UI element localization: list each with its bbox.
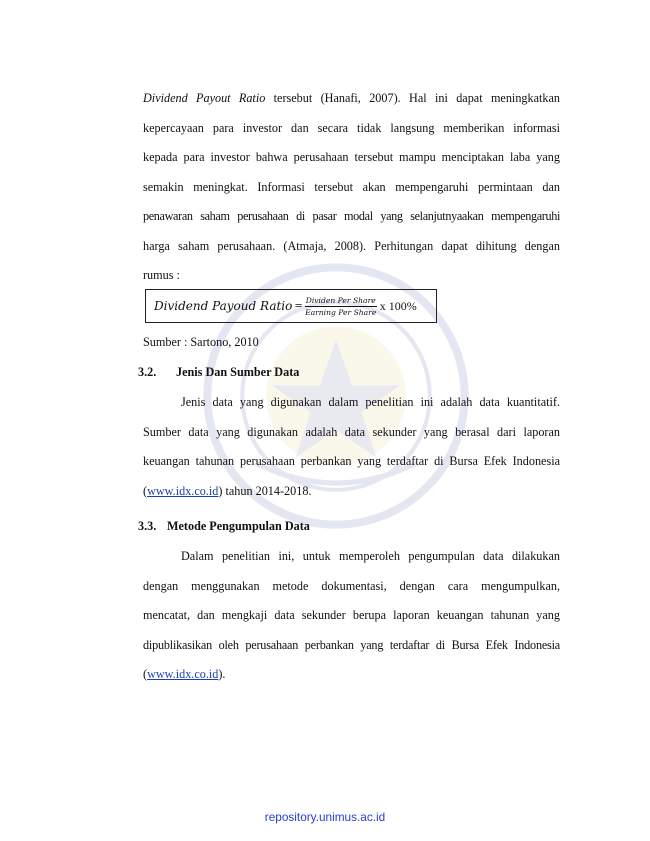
text-line: Dalam penelitian ini, untuk memperoleh p… bbox=[181, 549, 560, 563]
repository-footer: repository.unimus.ac.id bbox=[264, 810, 386, 824]
formula-equals: = bbox=[294, 300, 303, 312]
text-line: semakin meningkat. Informasi tersebut ak… bbox=[143, 179, 560, 194]
formula-lhs: Dividend Payoud Ratio bbox=[154, 299, 293, 313]
text-line: rumus : bbox=[143, 268, 180, 282]
text-line: harga saham perusahaan. (Atmaja, 2008). … bbox=[143, 238, 560, 253]
text-line: (www.idx.co.id). bbox=[143, 667, 226, 681]
text-line: kepada para investor bahwa perusahaan te… bbox=[143, 150, 560, 164]
formula-box: Dividend Payoud Ratio = Dividen Per Shar… bbox=[145, 289, 437, 323]
text-line: Sumber data yang digunakan adalah data s… bbox=[143, 424, 560, 439]
paragraph-intro: Dividend Payout Ratio tersebut (Hanafi, … bbox=[143, 84, 560, 291]
text-line: penawaran saham perusahaan di pasar moda… bbox=[143, 209, 560, 223]
formula-fraction: Dividen Per Share Earning Per Share bbox=[304, 295, 377, 317]
formula-denominator: Earning Per Share bbox=[305, 307, 377, 317]
formula-numerator: Dividen Per Share bbox=[304, 295, 377, 307]
text-line: keuangan tahunan perusahaan perbankan ya… bbox=[143, 454, 560, 468]
text-line: mencatat, dan mengkaji data sekunder ber… bbox=[143, 608, 560, 622]
text-line: dipublikasikan oleh perusahaan perbankan… bbox=[143, 637, 560, 652]
idx-link[interactable]: www.idx.co.id bbox=[147, 667, 219, 681]
text-line: kepercayaan para investor dan secara tid… bbox=[143, 120, 560, 135]
paragraph-section-3-2: Jenis data yang digunakan dalam peneliti… bbox=[143, 388, 560, 506]
formula-multiplier: x 100% bbox=[379, 298, 417, 313]
source-note: Sumber : Sartono, 2010 bbox=[143, 335, 259, 349]
section-heading-3-3: 3.3.Metode Pengumpulan Data bbox=[138, 519, 310, 533]
text-line: Jenis data yang digunakan dalam peneliti… bbox=[181, 395, 560, 409]
paragraph-section-3-3: Dalam penelitian ini, untuk memperoleh p… bbox=[143, 542, 560, 690]
text-line: Dividend Payout Ratio tersebut (Hanafi, … bbox=[143, 91, 560, 105]
section-heading-3-2: 3.2.Jenis Dan Sumber Data bbox=[138, 365, 300, 379]
text-line: (www.idx.co.id) tahun 2014-2018. bbox=[143, 483, 312, 498]
idx-link[interactable]: www.idx.co.id bbox=[147, 483, 219, 498]
text-line: dengan menggunakan metode dokumentasi, d… bbox=[143, 578, 560, 593]
